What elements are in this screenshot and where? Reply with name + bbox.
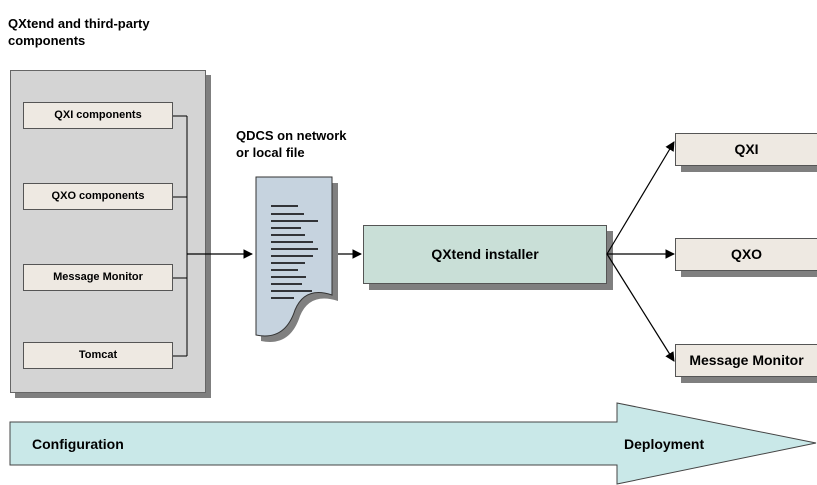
flow-arrow — [9, 402, 817, 485]
flow-start-label: Configuration — [32, 436, 124, 452]
target-message-monitor: Message Monitor — [675, 344, 817, 377]
group-title: QXtend and third-party components — [8, 16, 150, 48]
arrow-to-message-monitor — [606, 253, 675, 362]
document-text-lines — [271, 205, 318, 299]
qdcs-label: QDCS on network or local file — [236, 128, 347, 160]
installer-box: QXtend installer — [363, 225, 607, 284]
target-qxo: QXO — [675, 238, 817, 271]
flow-end-label: Deployment — [624, 436, 705, 452]
component-connector — [173, 115, 188, 357]
target-qxi: QXI — [675, 133, 817, 166]
arrow-to-qxi — [606, 141, 675, 255]
component-qxi: QXI components — [23, 102, 173, 129]
component-message-monitor: Message Monitor — [23, 264, 173, 291]
component-qxo: QXO components — [23, 183, 173, 210]
component-tomcat: Tomcat — [23, 342, 173, 369]
